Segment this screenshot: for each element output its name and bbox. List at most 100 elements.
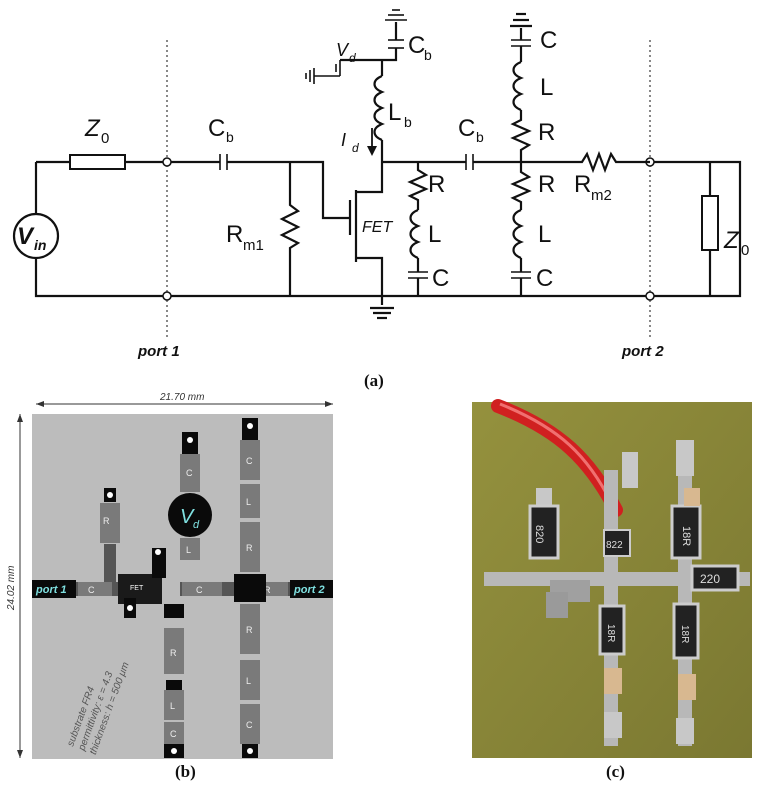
pcb-branch2-l-top-label: L (246, 497, 251, 507)
pcb-cb-top-via (187, 437, 193, 443)
height-dimension-label: 24.02 mm (6, 566, 17, 611)
vd-label: V (336, 40, 350, 60)
port1-label: port 1 (137, 343, 180, 360)
id-arrow-head (367, 146, 377, 156)
pcb-rm2-label: R (264, 585, 271, 595)
vin-source (12, 212, 60, 260)
pcb-branch2-r-bottom (240, 604, 260, 654)
cb-top-ground-symbol (385, 9, 407, 21)
height-arrow-top (17, 414, 23, 422)
pcb-branch1-r (164, 628, 184, 674)
vin-label: V (17, 223, 35, 250)
shunt2-top-ground-symbol (510, 12, 532, 28)
pcb-branch2-c-bottom-label: C (246, 720, 253, 730)
z0-right-label: Z (723, 227, 740, 254)
pcb-branch1-junction (164, 604, 184, 618)
pcb-vd-pad (168, 493, 212, 537)
vd-sub: d (349, 51, 356, 65)
rm1-sub: m1 (243, 237, 264, 254)
shunt2-upper-resistor (510, 110, 532, 162)
pcb-branch1-gnd-via (171, 748, 177, 754)
pcb-layout: 21.70 mm 24.02 mm port 1 port 2 C R FET … (6, 392, 333, 759)
pcb-port2-pad (290, 580, 333, 598)
pcb-branch2-c-bottom (240, 704, 260, 744)
port1-node-bottom (162, 291, 172, 301)
pcb-branch1-c (164, 722, 184, 744)
shunt2-lower-r-label: R (538, 171, 555, 198)
photo-top-right-tab (676, 440, 694, 476)
pcb-port1-pad (32, 580, 76, 598)
lb-sub: b (404, 114, 412, 130)
pcb-fet-label: FET (130, 585, 144, 592)
caption-c: (c) (606, 762, 625, 781)
cb-output-sub: b (476, 129, 484, 145)
pcb-branch1-l-label: L (170, 701, 175, 711)
id-sub: d (352, 141, 359, 155)
id-label: I (341, 130, 346, 150)
pcb-fet-drain-via (155, 549, 161, 555)
pcb-rm1-label: R (103, 516, 110, 526)
pcb-branch2-r-bottom-label: R (246, 625, 253, 635)
photo-resistor-220-label: 220 (700, 572, 720, 586)
z0-left-label: Z (84, 115, 101, 142)
cb-top-label: C (408, 32, 425, 59)
shunt2-lower-c-label: C (536, 265, 553, 292)
pcb-branch1-pad-a (166, 680, 182, 690)
pcb-vd-label: V (180, 506, 195, 528)
board-photo: 820 822 18R 220 18R 18R (472, 399, 752, 758)
lb-inductor (373, 74, 385, 142)
shunt1-l-label: L (428, 221, 441, 248)
pcb-branch1-c-label: C (170, 729, 177, 739)
photo-inductor-left (604, 668, 622, 694)
shunt2-upper-c-label: C (540, 27, 557, 54)
shunt2-upper-l-label: L (540, 74, 553, 101)
width-arrow-right (325, 401, 333, 407)
pcb-branch2-r-top-label: R (246, 543, 253, 553)
schematic: V in Z 0 C b R m1 FET (12, 9, 749, 360)
port2-label: port 2 (621, 343, 664, 360)
photo-inductor-top-right (684, 488, 700, 506)
vin-sub: in (34, 237, 46, 253)
pcb-branch2-l-bottom (240, 660, 260, 700)
pcb-branch2-r-top (240, 522, 260, 572)
rm2-resistor (576, 150, 650, 174)
shunt1-inductor (409, 208, 421, 260)
z0-left-resistor (69, 154, 126, 170)
fet-transistor (348, 162, 384, 305)
port1-node-top (162, 157, 172, 167)
rm1-label: R (226, 221, 243, 248)
cb-input-sub: b (226, 129, 234, 145)
z0-right-resistor (701, 195, 719, 251)
photo-resistor-220 (690, 564, 740, 592)
shunt2-lower-l-label: L (538, 221, 551, 248)
width-dimension-label: 21.70 mm (159, 392, 204, 403)
port2-node-bottom (645, 291, 655, 301)
photo-resistor-820-label: 820 (533, 525, 545, 543)
photo-resistor-18r-right (672, 602, 700, 660)
photo-vd-tab (622, 452, 638, 488)
vd-battery-symbol (305, 60, 341, 84)
width-arrow-left (36, 401, 44, 407)
photo-resistor-18r-top (670, 504, 702, 560)
z0-right-sub: 0 (741, 242, 749, 259)
pcb-branch2-c-top-label: C (246, 456, 253, 466)
photo-bottom-right-tab (676, 718, 694, 744)
photo-fet-source-tab (546, 592, 568, 618)
photo-resistor-18r-right-label: 18R (679, 625, 690, 643)
shunt2-upper-inductor (512, 60, 524, 112)
shunt1-c-label: C (432, 265, 449, 292)
pcb-branch2-c-top (240, 440, 260, 480)
pcb-cb-output-label: C (196, 585, 203, 595)
pcb-branch2-gnd-via (247, 748, 253, 754)
cb-input-label: C (208, 115, 225, 142)
pcb-rm1-via-top (107, 492, 113, 498)
pcb-branch1-l (164, 690, 184, 720)
pcb-cb-input-label: C (88, 585, 95, 595)
rm2-label: R (574, 171, 591, 198)
pcb-port1-label: port 1 (35, 584, 67, 596)
cb-top-sub: b (424, 47, 432, 63)
pcb-lb (180, 538, 200, 560)
pcb-cb-top-label: C (186, 468, 193, 478)
pcb-branch2-top-via (247, 423, 253, 429)
